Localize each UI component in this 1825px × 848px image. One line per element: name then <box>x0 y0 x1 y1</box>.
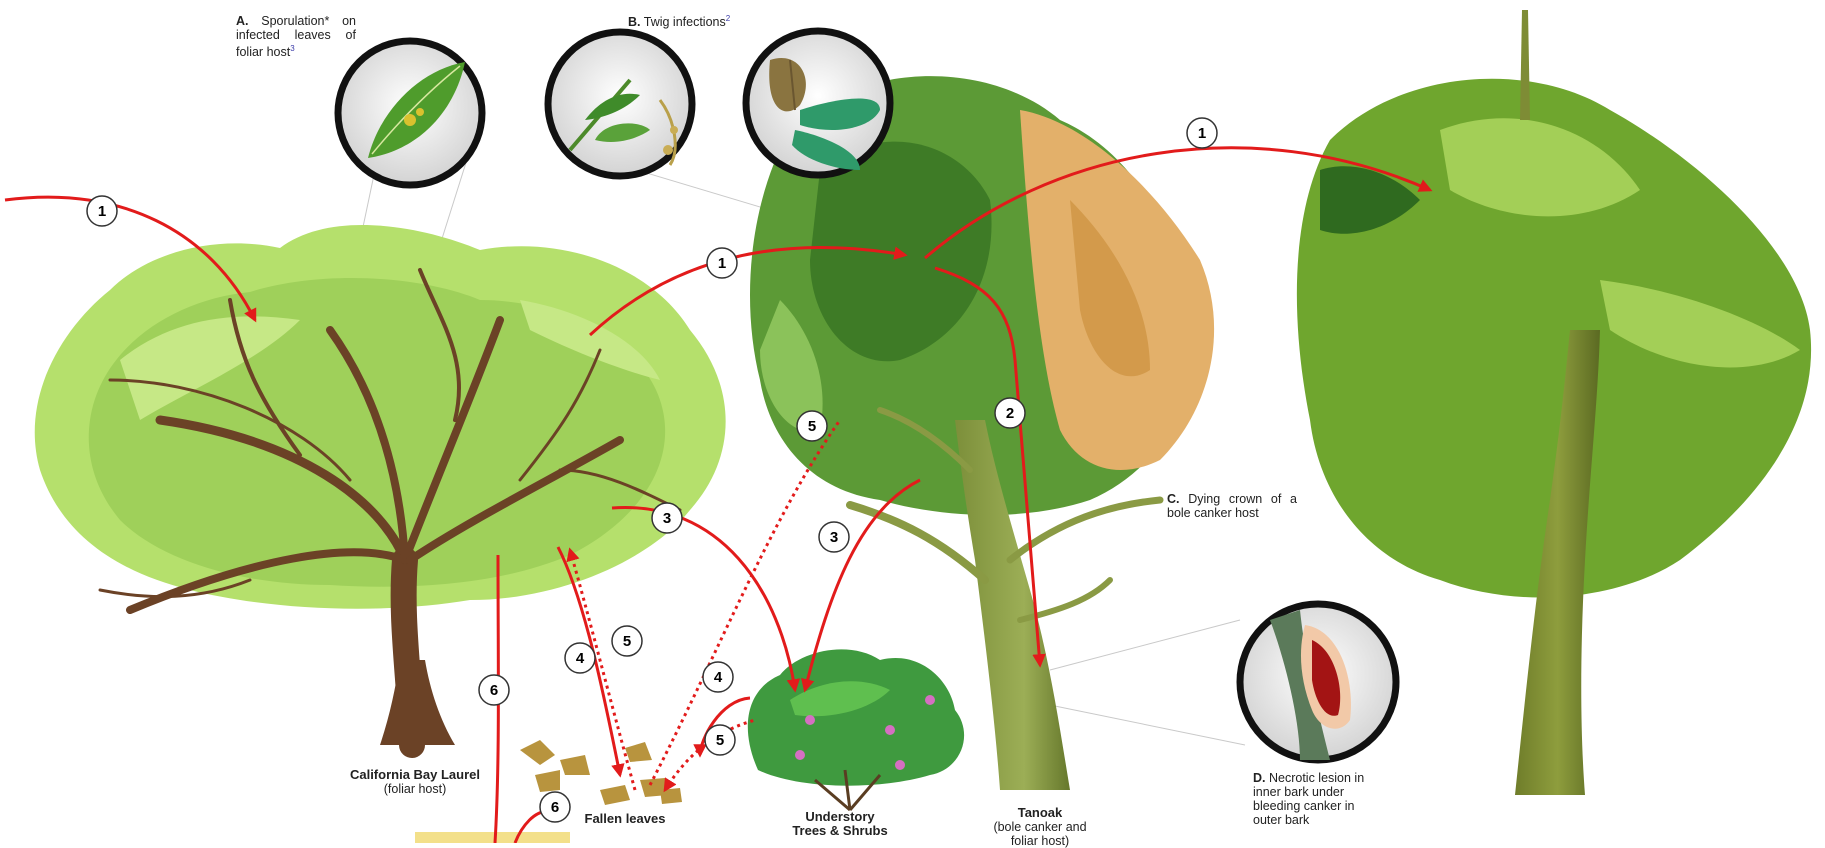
marker-2-text: 2 <box>1006 405 1014 422</box>
marker-5: 5 <box>797 411 827 441</box>
marker-6-text: 6 <box>490 682 498 699</box>
marker-2: 2 <box>995 398 1025 428</box>
callout-c-text: Dying crown of a bole canker host <box>1167 492 1297 520</box>
bay-laurel-label: California Bay Laurel (foliar host) <box>330 768 500 796</box>
callout-c-label: C. Dying crown of a bole canker host <box>1167 492 1297 520</box>
callout-a-label: A. Sporulation* on infected leaves of fo… <box>236 14 356 59</box>
understory-shrub <box>748 649 964 810</box>
callout-a-text: Sporulation* on infected leaves of folia… <box>236 14 356 59</box>
callout-b-footnote: 2 <box>726 14 730 23</box>
callout-a-sporulation-image <box>338 41 482 185</box>
california-bay-laurel-tree <box>35 225 726 745</box>
ground-strip <box>415 832 570 843</box>
right-tree-leader <box>1520 10 1530 120</box>
fallen-leaves-name: Fallen leaves <box>570 812 680 826</box>
callout-b-twig-image-2 <box>746 31 890 175</box>
marker-6-text: 6 <box>551 799 559 816</box>
marker-5-text: 5 <box>716 732 724 749</box>
marker-5: 5 <box>705 725 735 755</box>
marker-4: 4 <box>703 662 733 692</box>
callout-a-footnote: 3 <box>290 44 294 53</box>
callout-b-twig-image-1 <box>548 32 692 176</box>
callout-d-lesion-image <box>1240 604 1396 760</box>
marker-1: 1 <box>1187 118 1217 148</box>
understory-name-line2: Trees & Shrubs <box>775 824 905 838</box>
marker-3-text: 3 <box>830 529 838 546</box>
marker-5-text: 5 <box>623 633 631 650</box>
tanoak-role: (bole canker and foliar host) <box>985 820 1095 848</box>
marker-1-text: 1 <box>98 203 106 220</box>
marker-4-text: 4 <box>576 650 585 667</box>
marker-5: 5 <box>612 626 642 656</box>
marker-6: 6 <box>540 792 570 822</box>
laurel-trunk-base <box>380 660 455 745</box>
callout-d-label: D. Necrotic lesion in inner bark under b… <box>1253 771 1383 827</box>
marker-3: 3 <box>819 522 849 552</box>
marker-1: 1 <box>87 196 117 226</box>
callout-a-letter: A. <box>236 14 249 28</box>
marker-4-text: 4 <box>714 669 723 686</box>
understory-label: Understory Trees & Shrubs <box>775 810 905 838</box>
bay-laurel-name: California Bay Laurel <box>330 768 500 782</box>
marker-4: 4 <box>565 643 595 673</box>
tanoak-name: Tanoak <box>985 806 1095 820</box>
marker-3: 3 <box>652 503 682 533</box>
marker-6: 6 <box>479 675 509 705</box>
callout-b-text: Twig infections <box>644 15 726 29</box>
marker-1: 1 <box>707 248 737 278</box>
marker-1-text: 1 <box>1198 125 1206 142</box>
marker-3-text: 3 <box>663 510 671 527</box>
callout-c-letter: C. <box>1167 492 1180 506</box>
callout-b-label: B. Twig infections2 <box>628 12 730 29</box>
bay-laurel-role: (foliar host) <box>330 782 500 796</box>
marker-1-text: 1 <box>718 255 726 272</box>
marker-5-text: 5 <box>808 418 816 435</box>
callout-d-text: Necrotic lesion in inner bark under blee… <box>1253 771 1364 827</box>
callout-b-letter: B. <box>628 15 641 29</box>
callout-d-letter: D. <box>1253 771 1266 785</box>
tanoak-label: Tanoak (bole canker and foliar host) <box>985 806 1095 848</box>
fallen-leaves-label: Fallen leaves <box>570 812 680 826</box>
understory-name-line1: Understory <box>775 810 905 824</box>
